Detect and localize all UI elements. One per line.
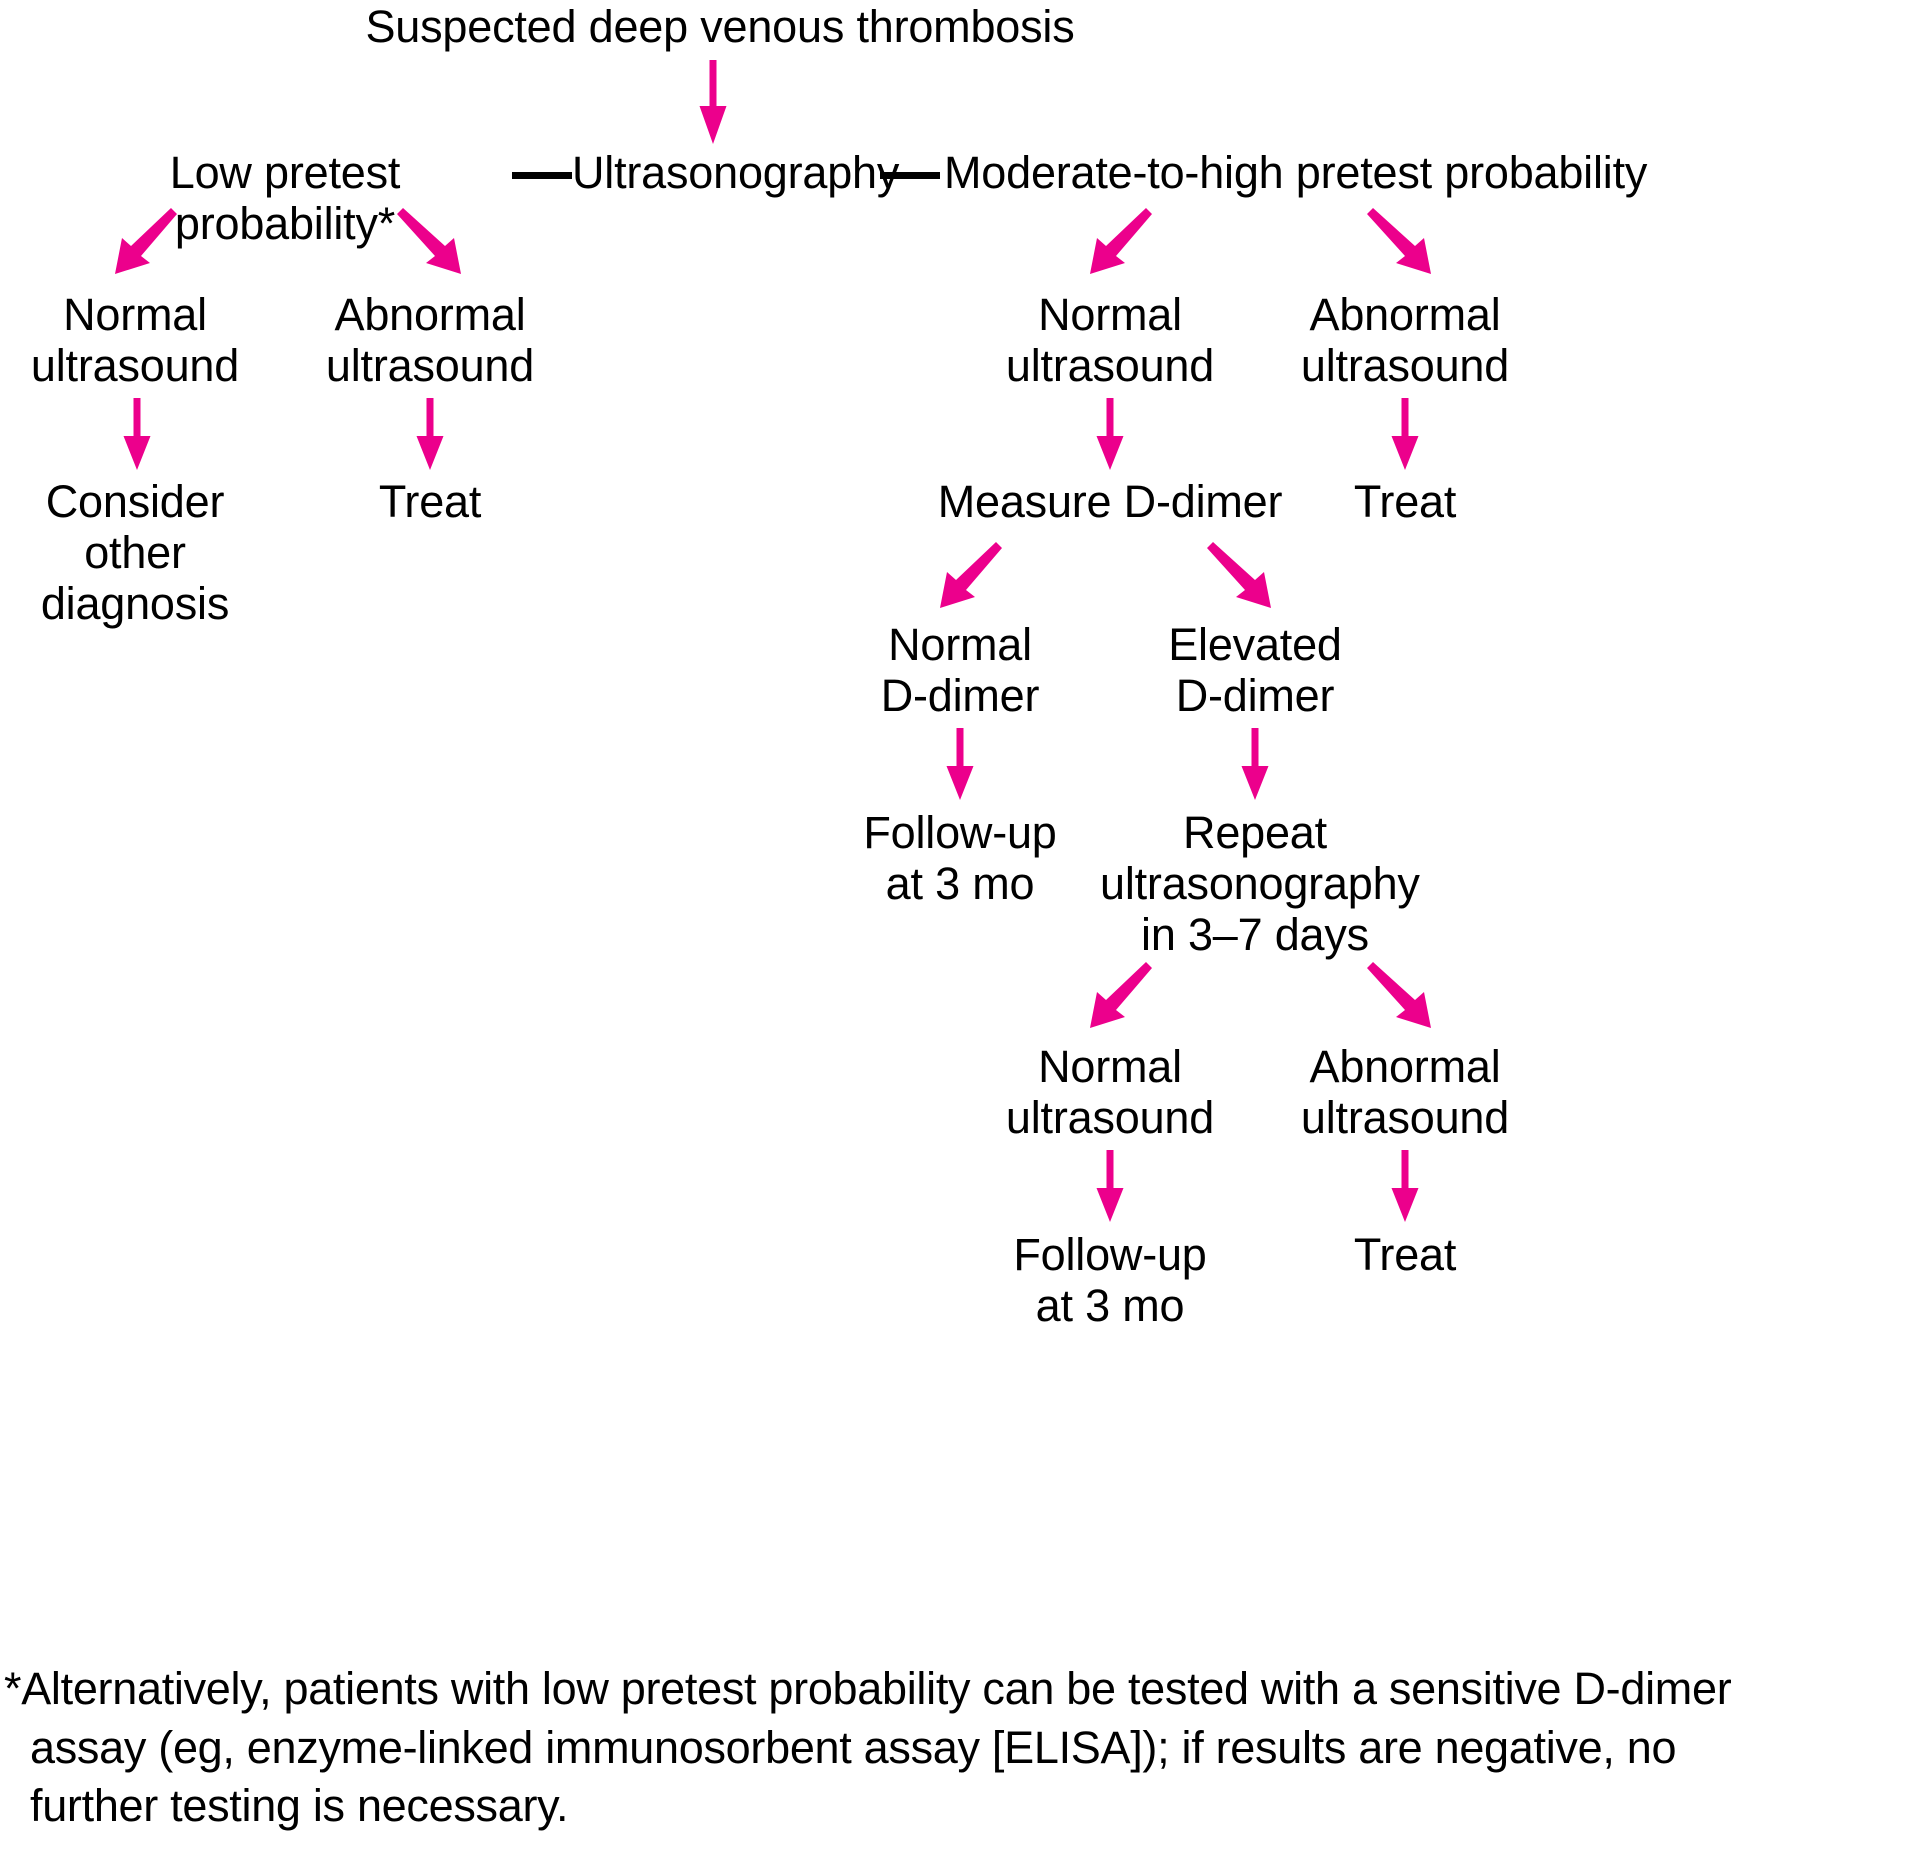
node-right-abnormal-ultrasound: Abnormal ultrasound bbox=[1300, 289, 1510, 391]
node-repeat-normal-ultrasound: Normal ultrasound bbox=[1005, 1041, 1215, 1143]
node-followup-at-3-mo-first: Follow-up at 3 mo bbox=[863, 807, 1057, 909]
footnote-line-1: *Alternatively, patients with low pretes… bbox=[4, 1663, 1732, 1714]
node-low-pretest-probability: Low pretest probability* bbox=[169, 147, 401, 249]
arrow-ddimer-to-normal-ddimer bbox=[940, 542, 1002, 608]
arrow-root-to-ultrasonography bbox=[699, 60, 727, 144]
arrow-elevated-ddimer-to-repeat-us bbox=[1241, 728, 1269, 800]
node-right-normal-ultrasound: Normal ultrasound bbox=[1005, 289, 1215, 391]
node-final-treat: Treat bbox=[1353, 1229, 1457, 1280]
arrow-repeat-abnormal-to-treat bbox=[1391, 1150, 1419, 1222]
arrow-repeat-to-normal-ultrasound bbox=[1090, 962, 1152, 1028]
footnote: *Alternatively, patients with low pretes… bbox=[4, 1660, 1874, 1836]
arrow-ddimer-to-elevated-ddimer bbox=[1207, 542, 1271, 608]
node-elevated-d-dimer: Elevated D-dimer bbox=[1168, 619, 1342, 721]
arrow-normal-ddimer-to-followup bbox=[946, 728, 974, 800]
node-left-abnormal-ultrasound: Abnormal ultrasound bbox=[325, 289, 535, 391]
node-normal-d-dimer: Normal D-dimer bbox=[880, 619, 1040, 721]
connector-low-to-us bbox=[512, 172, 572, 179]
footnote-line-3: further testing is necessary. bbox=[30, 1780, 569, 1831]
arrow-right-normal-to-measure-ddimer bbox=[1096, 398, 1124, 470]
arrow-left-normal-to-consider-other bbox=[123, 398, 151, 470]
footnote-line-2: assay (eg, enzyme-linked immunosorbent a… bbox=[30, 1721, 1677, 1773]
arrow-modhigh-to-normal-ultrasound bbox=[1090, 208, 1152, 274]
node-left-treat: Treat bbox=[378, 476, 482, 527]
arrow-left-abnormal-to-treat bbox=[416, 398, 444, 470]
node-repeat-abnormal-ultrasound: Abnormal ultrasound bbox=[1300, 1041, 1510, 1143]
node-consider-other-diagnosis: Consider other diagnosis bbox=[40, 476, 230, 629]
arrow-right-abnormal-to-treat bbox=[1391, 398, 1419, 470]
arrow-low-to-normal-ultrasound bbox=[115, 208, 177, 274]
node-measure-d-dimer: Measure D-dimer bbox=[937, 476, 1283, 527]
node-root-suspected-dvt: Suspected deep venous thrombosis bbox=[365, 1, 1075, 52]
arrow-repeat-normal-to-followup bbox=[1096, 1150, 1124, 1222]
node-right-treat: Treat bbox=[1353, 476, 1457, 527]
node-repeat-ultrasonography: Repeat ultrasonography in 3–7 days bbox=[1100, 807, 1420, 960]
node-followup-at-3-mo-second: Follow-up at 3 mo bbox=[1013, 1229, 1207, 1331]
arrow-low-to-abnormal-ultrasound bbox=[397, 208, 461, 274]
arrow-modhigh-to-abnormal-ultrasound bbox=[1367, 208, 1431, 274]
node-ultrasonography: Ultrasonography bbox=[572, 147, 900, 198]
arrow-repeat-to-abnormal-ultrasound bbox=[1367, 962, 1431, 1028]
node-moderate-to-high-pretest-probability: Moderate-to-high pretest probability bbox=[944, 147, 1648, 198]
node-left-normal-ultrasound: Normal ultrasound bbox=[30, 289, 240, 391]
connector-us-to-modhigh bbox=[880, 172, 940, 179]
